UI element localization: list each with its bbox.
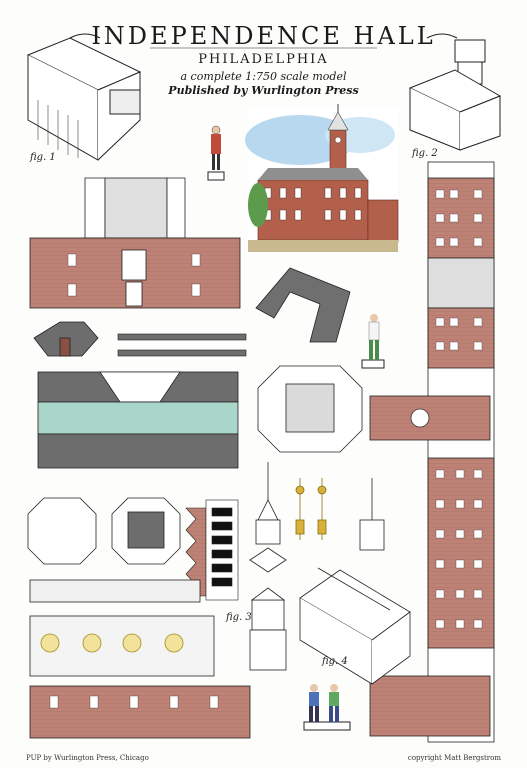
roof-piece xyxy=(255,267,351,343)
fig-label-4: fig. 4 xyxy=(322,656,348,667)
finial-pieces xyxy=(295,478,327,540)
guard-figure xyxy=(361,314,385,369)
footer-right: copyright Matt Bergstrom xyxy=(407,754,501,762)
fig-label-2: fig. 2 xyxy=(412,148,438,159)
assembly-building xyxy=(299,478,411,685)
main-facade xyxy=(29,177,241,309)
title-flourish xyxy=(69,33,458,49)
people-figures-icon xyxy=(303,684,351,731)
fig-label-3: fig. 3 xyxy=(226,612,252,623)
long-roof xyxy=(37,371,239,469)
door-piece xyxy=(33,321,99,357)
strip-pieces xyxy=(117,333,247,357)
spire-icon xyxy=(249,462,287,671)
page-subtitle: PHILADELPHIA xyxy=(198,52,329,67)
scale-line: a complete 1:750 scale model xyxy=(180,70,347,83)
page-title: INDEPENDENCE HALL xyxy=(91,22,436,50)
fig-label-1: fig. 1 xyxy=(30,152,56,163)
tower-strip xyxy=(369,161,495,743)
footer-left: PUP by Wurlington Press, Chicago xyxy=(26,754,149,762)
shutter-pieces xyxy=(185,499,239,601)
bottom-strips xyxy=(29,579,251,739)
building-model-icon xyxy=(26,37,142,161)
hall-illustration xyxy=(245,104,399,253)
octagon-pieces xyxy=(27,365,363,565)
publisher-line: Published by Wurlington Press xyxy=(168,84,359,97)
statue-icon xyxy=(207,125,225,181)
clock-tower-icon xyxy=(408,39,502,151)
